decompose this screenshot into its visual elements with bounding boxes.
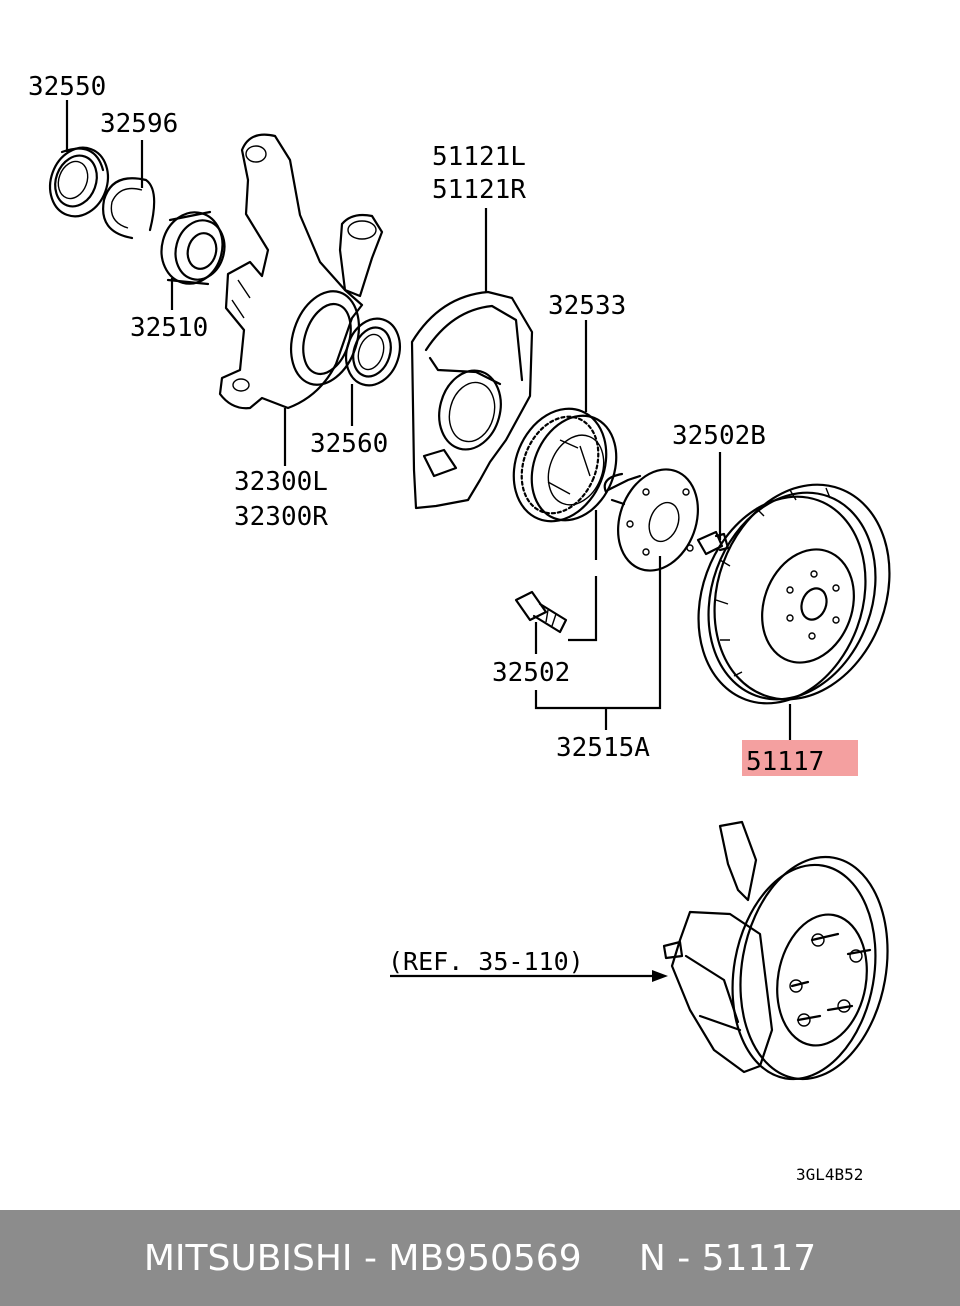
label-51117: 51117 — [746, 747, 824, 777]
footer-text: MITSUBISHI - MB950569 N - 51117 — [143, 1237, 817, 1279]
hub-32515A-part — [603, 468, 699, 572]
label-32596: 32596 — [100, 109, 178, 139]
label-32550: 32550 — [28, 72, 106, 102]
label-32502B: 32502B — [672, 421, 766, 451]
brake-disc-51117-part — [697, 483, 891, 705]
parts-diagram: 32550 32596 32510 51121L 51121R 32533 32… — [28, 72, 891, 1184]
hub-bolt-32502B-part — [696, 530, 730, 556]
knuckle-32300-part — [218, 133, 384, 410]
label-32510: 32510 — [130, 313, 208, 343]
leader-lines — [65, 100, 792, 982]
highlight-box — [742, 740, 858, 776]
reference-label: (REF. 35-110) — [388, 947, 584, 976]
oil-seal-32560-part — [345, 317, 401, 387]
label-32300R: 32300R — [234, 502, 328, 532]
caliper-disc-assembly-part — [662, 820, 889, 1081]
label-32300L: 32300L — [234, 467, 328, 497]
snap-ring-32596-part — [102, 177, 156, 240]
label-32560: 32560 — [310, 429, 388, 459]
sensor-ring-32533-part — [512, 407, 618, 523]
label-51121L: 51121L — [432, 142, 526, 172]
bearing-32510-part — [160, 210, 226, 286]
footer-bar: MITSUBISHI - MB950569 N - 51117 — [0, 1210, 960, 1306]
label-32502: 32502 — [492, 658, 570, 688]
hub-bolt-32502-part — [514, 590, 568, 634]
label-32515A: 32515A — [556, 733, 650, 763]
diagram-code: 3GL4B52 — [796, 1165, 863, 1184]
label-32533: 32533 — [548, 291, 626, 321]
oil-seal-32550-part — [48, 146, 110, 218]
label-51121R: 51121R — [432, 175, 526, 205]
dust-cover-51121-part — [410, 290, 534, 510]
